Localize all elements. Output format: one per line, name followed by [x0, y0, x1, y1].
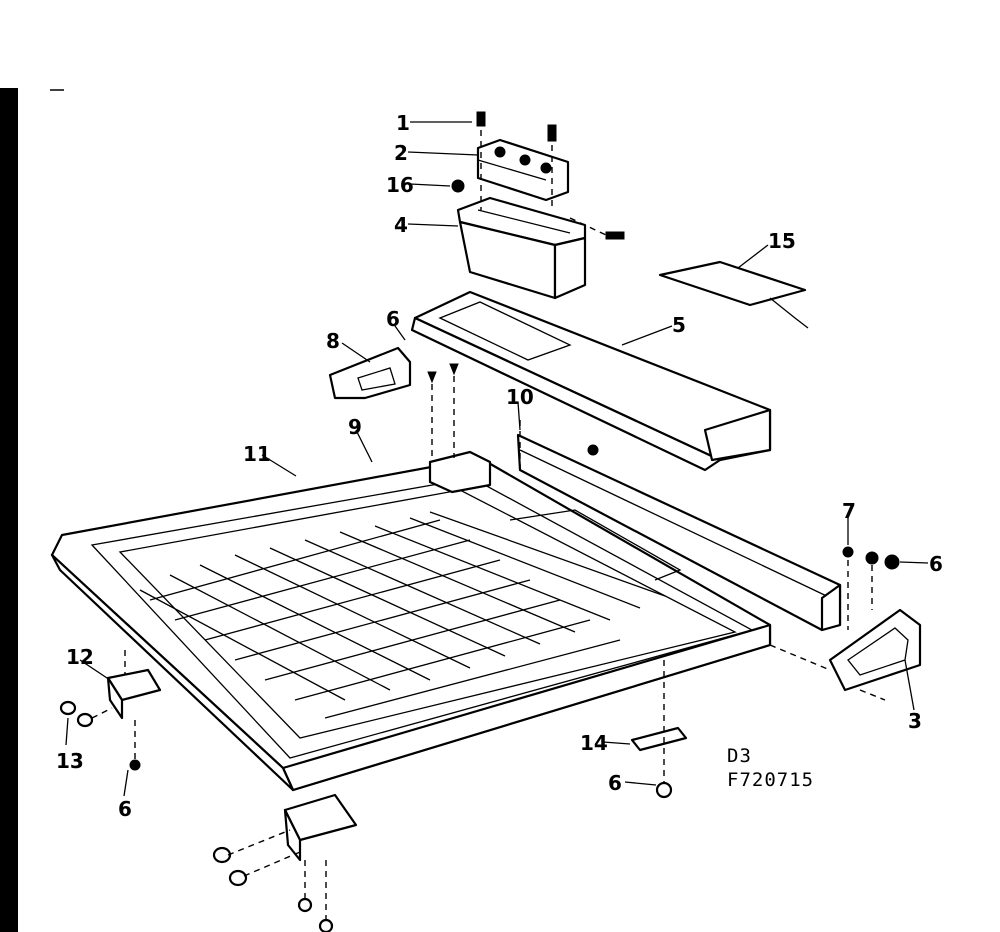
callout-8: 8 [326, 329, 340, 353]
callout-15: 15 [768, 229, 796, 253]
callout-6-top: 6 [386, 307, 400, 331]
bracket-12 [106, 668, 162, 720]
bracket-8 [328, 346, 412, 400]
rear-channel-5 [410, 290, 772, 472]
drawing-id: D3 [727, 745, 752, 767]
top-panel [50, 450, 772, 792]
callout-1: 1 [396, 111, 410, 135]
callout-14: 14 [580, 731, 608, 755]
leader-lines [65, 121, 929, 797]
figure-number: F720715 [727, 769, 814, 791]
hardware [59, 111, 900, 932]
hinge-bar-10 [516, 433, 842, 632]
scan-edge-mark [0, 88, 18, 932]
callout-10: 10 [506, 385, 534, 409]
switch-housing-2 [476, 138, 570, 202]
end-cap-3 [828, 608, 922, 692]
callout-labels: 1 2 16 4 15 6 5 8 10 9 11 7 6 3 12 13 6 … [56, 111, 943, 821]
clip-14 [630, 726, 688, 752]
callout-12: 12 [66, 645, 94, 669]
callout-16: 16 [386, 173, 414, 197]
callout-3: 3 [908, 709, 922, 733]
callout-11: 11 [243, 442, 271, 466]
callout-4: 4 [394, 213, 408, 237]
callout-13: 13 [56, 749, 84, 773]
callout-6-right: 6 [929, 552, 943, 576]
callout-9: 9 [348, 415, 362, 439]
callout-6-bottom: 6 [608, 771, 622, 795]
callout-2: 2 [394, 141, 408, 165]
control-box-4 [456, 196, 587, 300]
callout-6-left: 6 [118, 797, 132, 821]
cover-plate-15 [658, 260, 809, 329]
callout-7: 7 [842, 499, 856, 523]
alignment-lines [91, 130, 886, 920]
callout-5: 5 [672, 313, 686, 337]
leg-bracket [283, 793, 358, 862]
